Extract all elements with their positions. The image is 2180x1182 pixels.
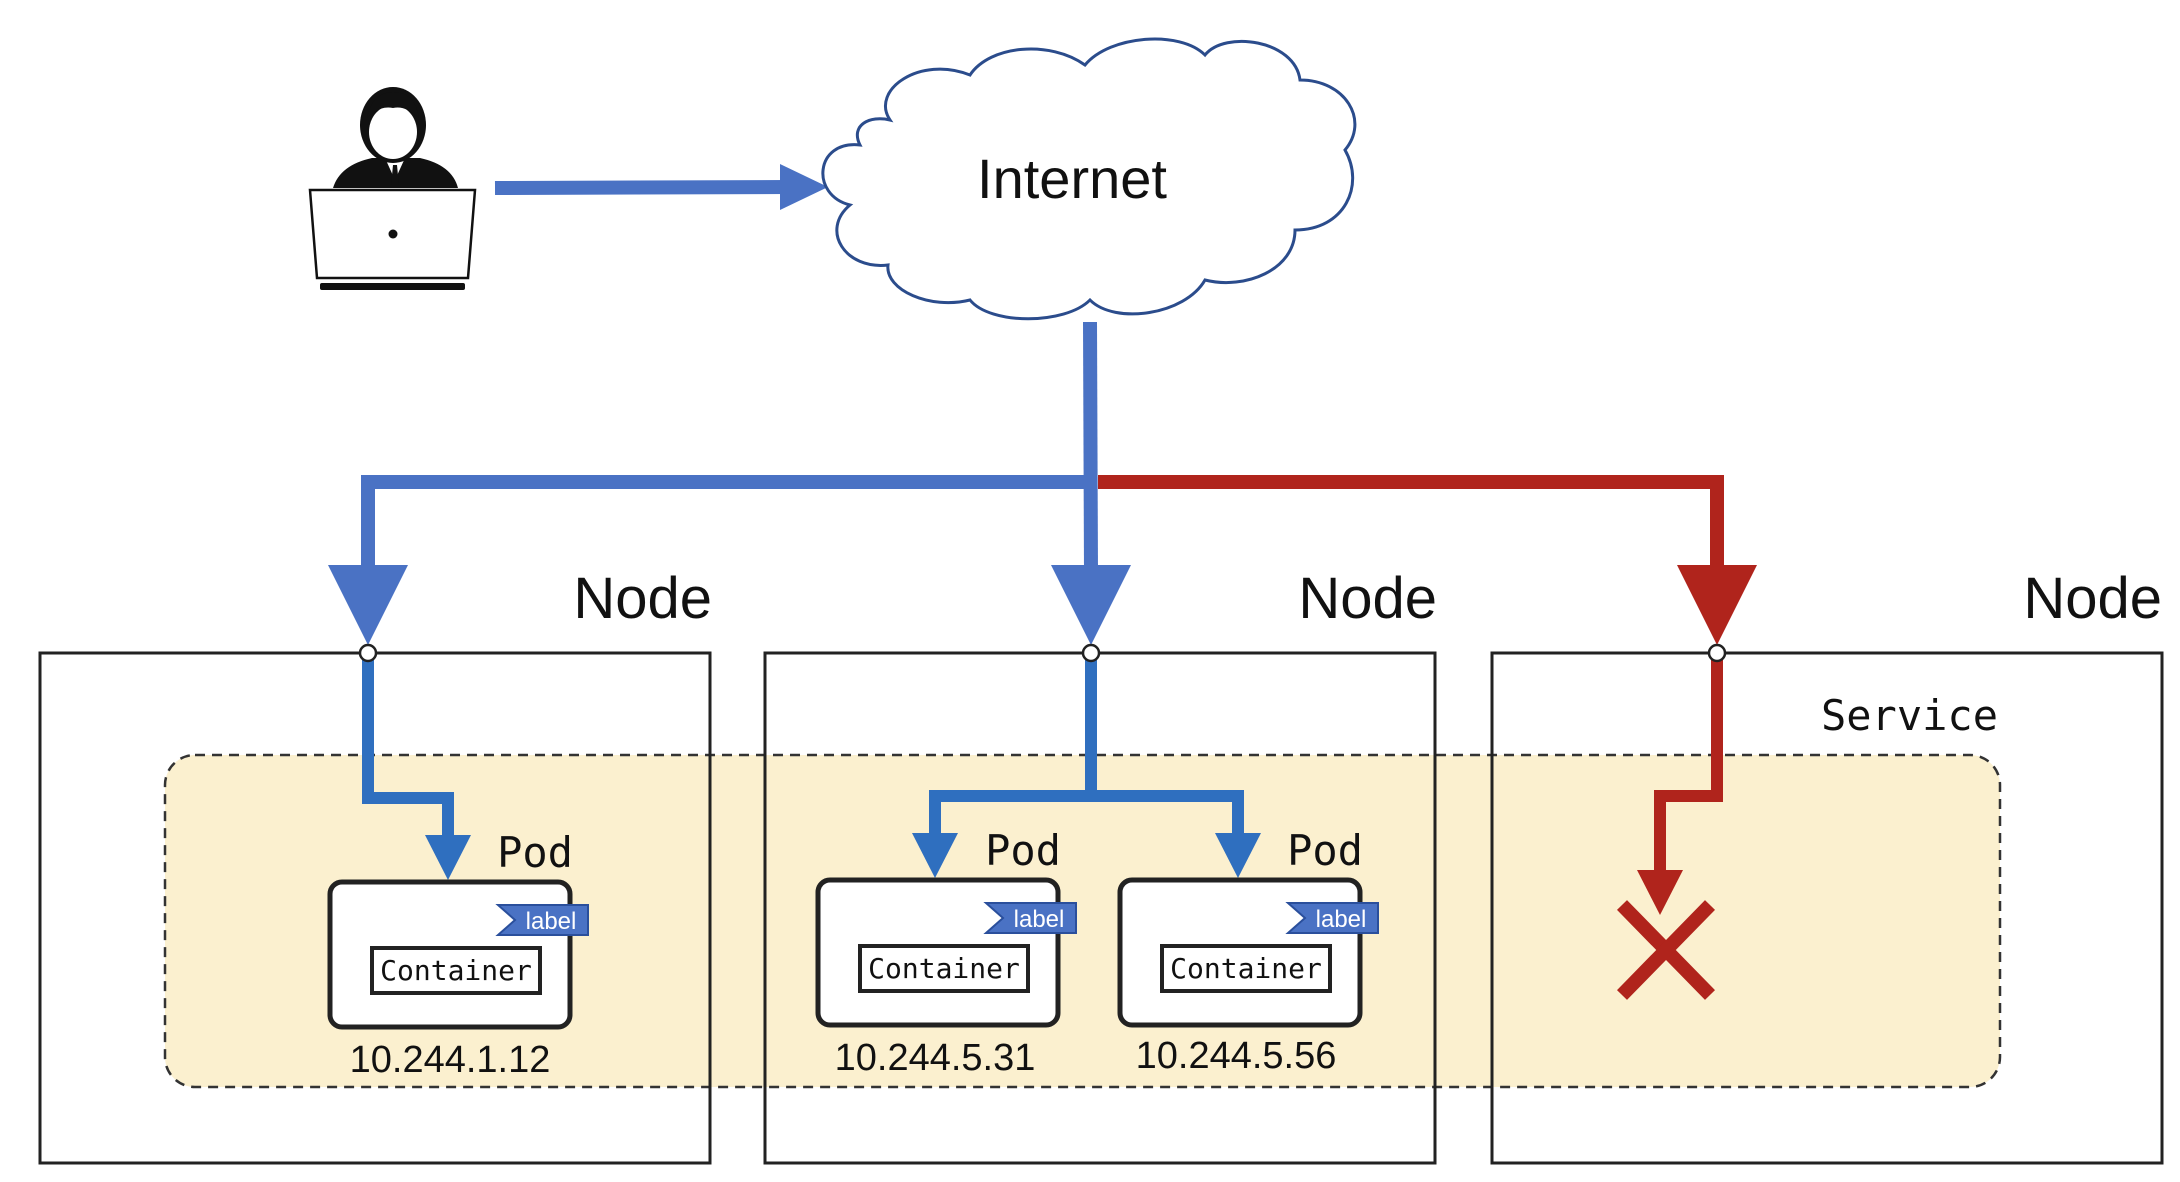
node-label-3: Node — [2023, 566, 2162, 631]
pod-2: Pod label Container 10.244.5.31 — [815, 826, 1077, 1079]
container-label: Container — [868, 952, 1020, 985]
pod-ip: 10.244.1.12 — [350, 1039, 551, 1081]
node-label-1: Node — [573, 566, 712, 631]
pod-3: Pod label Container 10.244.5.56 — [1117, 826, 1379, 1077]
pod-label: Pod — [985, 826, 1061, 875]
node-port-2 — [1081, 643, 1101, 663]
pod-tag: label — [1014, 906, 1065, 933]
node-port-1 — [358, 643, 378, 663]
pod-ip: 10.244.5.56 — [1136, 1035, 1337, 1077]
pod-ip: 10.244.5.31 — [835, 1037, 1036, 1079]
container-label: Container — [380, 954, 532, 987]
node-box-3 — [1490, 651, 2164, 1165]
blocked-x-icon — [1616, 900, 1716, 1000]
user-at-laptop-icon — [308, 87, 477, 290]
pod-1: Pod label Container 10.244.1.12 — [327, 828, 589, 1081]
cloud-icon — [821, 37, 1357, 321]
container-label: Container — [1170, 952, 1322, 985]
node-port-3 — [1707, 643, 1727, 663]
pod-label: Pod — [497, 828, 573, 877]
service-area — [163, 753, 2002, 1089]
pod-label: Pod — [1287, 826, 1363, 875]
node-label-2: Node — [1298, 566, 1437, 631]
internet-label: Internet — [977, 147, 1167, 210]
pod-tag: label — [1316, 906, 1367, 933]
pod-tag: label — [526, 908, 577, 935]
service-label: Service — [1821, 691, 1998, 740]
